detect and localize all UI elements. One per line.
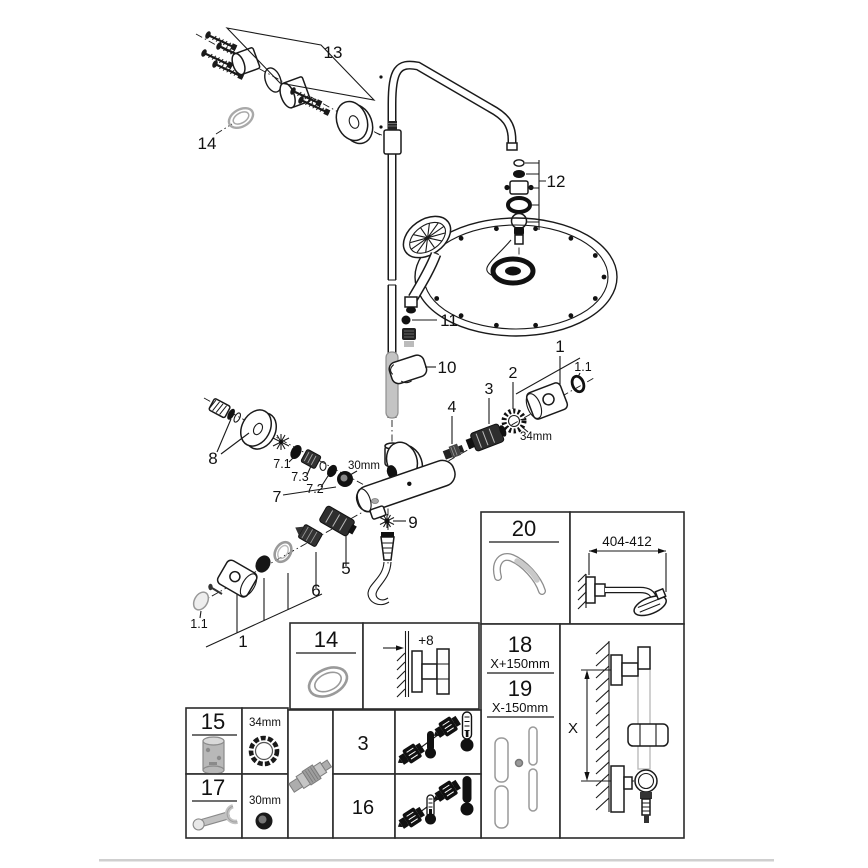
hand-shower: 11	[401, 215, 458, 347]
callout-1-bottom: 1	[238, 632, 247, 651]
offset-label: +8	[418, 633, 433, 648]
callout-4: 4	[448, 399, 457, 416]
slide-rail-holder: 10	[385, 351, 457, 419]
nut-30mm	[337, 471, 353, 487]
callout-6: 6	[311, 581, 320, 600]
cartridge-drawing	[288, 759, 333, 793]
callout-7-1: 7.1	[273, 457, 290, 471]
callout-11: 11	[440, 311, 458, 330]
callout-2: 2	[509, 365, 518, 382]
cap-part-1	[216, 559, 258, 598]
bottom-divider	[99, 859, 774, 862]
panel-16-label: 16	[352, 797, 374, 819]
thermo-icon-row-16	[393, 776, 474, 835]
info-table: 20 404-412 14	[185, 511, 685, 839]
callout-14: 14	[198, 134, 217, 153]
panel-19-formula: X-150mm	[492, 700, 548, 715]
ring-part-14	[227, 106, 255, 130]
panel-18-label: 18	[508, 632, 532, 657]
wrench-drawing	[192, 804, 238, 831]
thermostat-valve	[355, 441, 456, 520]
stop-valve-cap	[525, 382, 569, 420]
callout-9: 9	[408, 513, 417, 532]
panel-15-label: 15	[201, 709, 225, 734]
ring-34mm	[501, 408, 527, 434]
panel-19-label: 19	[508, 676, 532, 701]
oval-part-1-1	[192, 591, 210, 611]
callout-frame-13	[225, 27, 376, 101]
wall-union-group: 13 14	[198, 27, 376, 153]
nut-30mm-drawing	[255, 812, 273, 830]
star-washer	[272, 434, 290, 450]
callout-1-right: 1	[555, 337, 564, 356]
label-34mm: 34mm	[520, 431, 552, 443]
panel-18-formula: X+150mm	[490, 656, 550, 671]
height-drawing: X	[568, 641, 669, 823]
callout-7-3: 7.3	[291, 470, 308, 484]
pipe-wall-boss	[383, 121, 402, 155]
union-o-ring	[264, 67, 282, 93]
seal-1-1-right	[570, 374, 586, 394]
panel-34mm-label: 34mm	[249, 717, 281, 729]
callout-1-1-right: 1.1	[574, 360, 591, 374]
star-filter	[379, 514, 395, 528]
callout-10: 10	[438, 358, 457, 377]
arm-dimension-label: 404-412	[602, 534, 652, 549]
callout-13: 13	[324, 43, 343, 62]
panel-30mm-label: 30mm	[249, 795, 281, 807]
panel-20-label: 20	[512, 516, 536, 541]
panel-14-label: 14	[314, 627, 338, 652]
ring-34mm-drawing	[248, 735, 280, 767]
callout-7: 7	[273, 489, 282, 506]
inlet-union-group: 8 7.1 7.3 7.2 7 30mm	[208, 398, 380, 506]
shower-arm-drawing	[493, 553, 546, 595]
panel-14-ring-drawing	[307, 666, 349, 698]
callout-8: 8	[208, 449, 217, 468]
union-sleeve	[231, 47, 261, 76]
callout-3: 3	[485, 381, 494, 398]
label-30mm: 30mm	[348, 460, 380, 472]
arm-dimension-drawing	[577, 548, 667, 617]
callout-1-1-bottom: 1.1	[190, 617, 207, 631]
callout-12: 12	[547, 172, 566, 191]
washer-part-11	[401, 315, 411, 325]
height-label: X	[568, 720, 578, 737]
cartridge-group-right: 4 3 2 34mm 1 1.1	[442, 337, 592, 460]
panel-arm-dimension-box	[569, 511, 685, 625]
union-body	[279, 76, 332, 118]
callout-7-2: 7.2	[306, 482, 323, 496]
panel-3-label: 3	[357, 733, 368, 755]
aquadimmer-group: 5 6 1.1 1	[190, 505, 357, 651]
panel-18-19-box	[480, 623, 561, 839]
check-valve-group: 9	[367, 498, 418, 606]
thermo-icon-row-3	[393, 711, 474, 771]
socket-tool-drawing	[202, 736, 225, 775]
grub-screw	[208, 583, 223, 595]
callout-5: 5	[341, 559, 350, 578]
extension-pipes-drawing	[494, 726, 538, 829]
wall-escutcheon	[335, 100, 374, 145]
panel-14-box	[289, 622, 364, 710]
panel-3-box	[332, 709, 396, 775]
panel-17-label: 17	[201, 775, 225, 800]
offset-drawing	[383, 631, 450, 698]
